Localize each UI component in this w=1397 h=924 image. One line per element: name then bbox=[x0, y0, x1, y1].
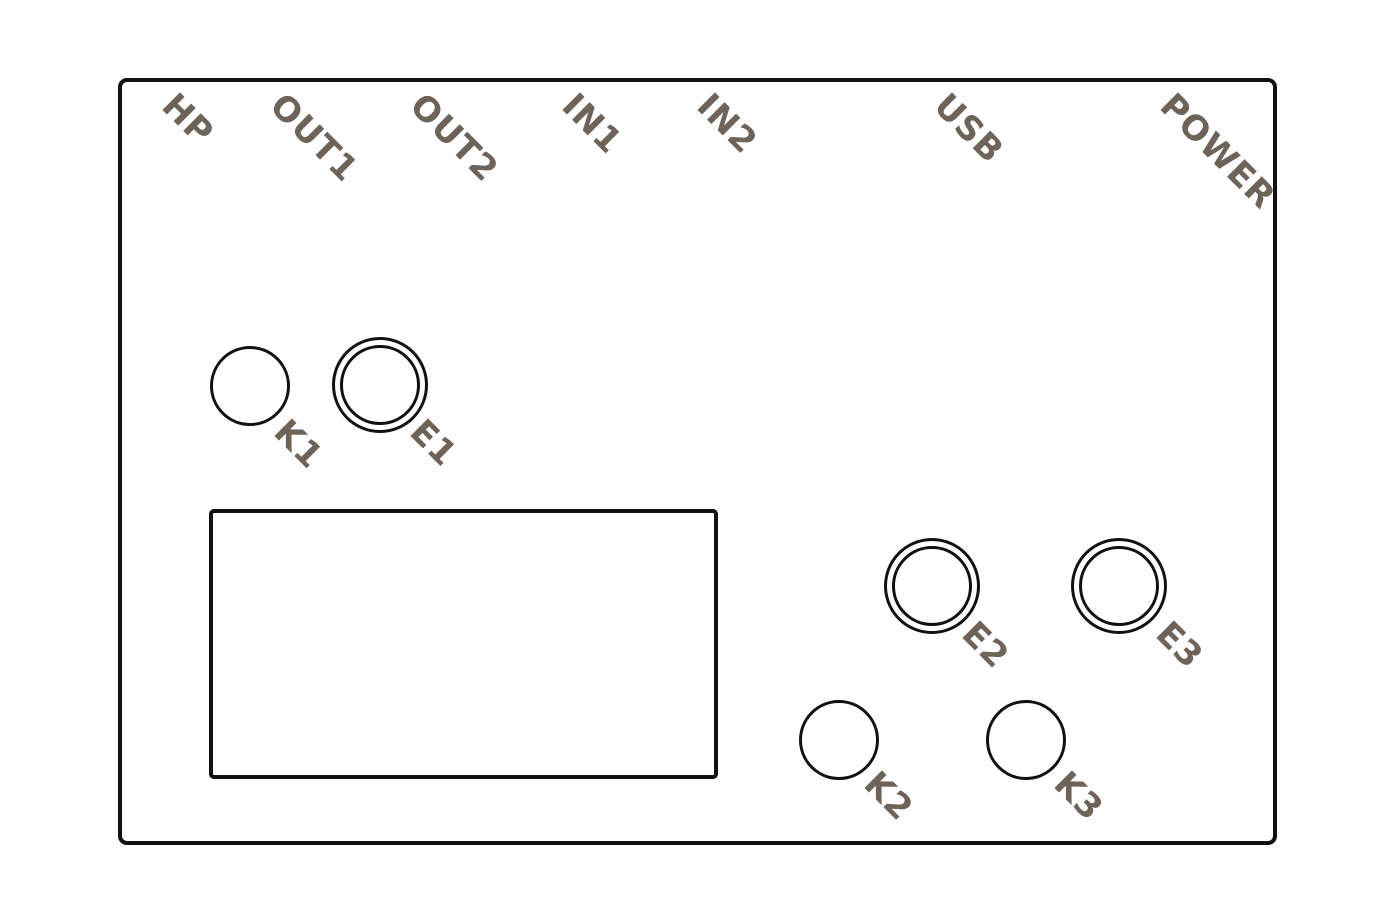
encoder-e1-knob bbox=[340, 345, 420, 425]
encoder-e2[interactable] bbox=[884, 538, 980, 634]
encoder-e1[interactable] bbox=[332, 337, 428, 433]
encoder-e3-knob bbox=[1079, 546, 1159, 626]
encoder-e2-knob bbox=[892, 546, 972, 626]
button-k3[interactable] bbox=[986, 700, 1066, 780]
device-panel-outline bbox=[118, 78, 1277, 845]
display-screen bbox=[209, 509, 718, 779]
button-k2[interactable] bbox=[799, 700, 879, 780]
encoder-e3[interactable] bbox=[1071, 538, 1167, 634]
button-k1[interactable] bbox=[210, 346, 290, 426]
